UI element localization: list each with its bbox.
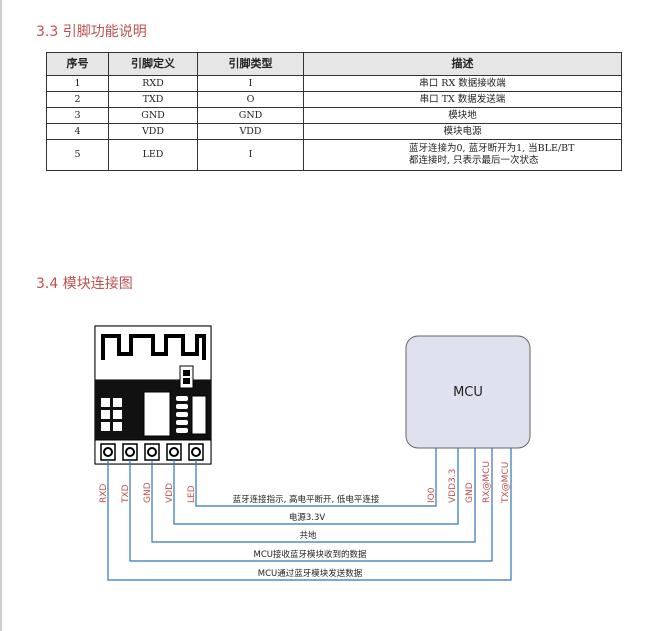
- mcu-pin-label: RX@MCU: [482, 461, 492, 503]
- module-pad: [113, 422, 122, 431]
- connection-label: 蓝牙连接指示, 高电平断开, 低电平连接: [233, 494, 380, 505]
- module-pin-label: TXD: [121, 484, 131, 504]
- page-left-rule: [0, 0, 2, 631]
- pin-hole: [191, 447, 201, 457]
- pin-hole: [125, 447, 135, 457]
- desc-line-2: 都连接时, 只表示最后一次状态: [409, 155, 539, 166]
- module-pad: [113, 398, 122, 407]
- section-title-pin-functions: 3.3 引脚功能说明: [36, 24, 147, 40]
- header-type: 引脚类型: [197, 52, 304, 76]
- table-header-row: 序号 引脚定义 引脚类型 描述: [46, 52, 622, 76]
- cell-no: 5: [46, 139, 109, 171]
- connection-label: 共地: [299, 530, 317, 541]
- connection-label: 电源3.3V: [289, 512, 326, 523]
- module-led-pad: [179, 365, 194, 389]
- pin-hole: [169, 447, 179, 457]
- led-pad-mark: [183, 370, 190, 376]
- module-pad: [176, 420, 188, 425]
- cell-def: LED: [108, 139, 198, 171]
- table-row: 1 RXD I 串口 RX 数据接收端: [46, 75, 622, 92]
- section-title-connection-diagram: 3.4 模块连接图: [36, 276, 133, 292]
- module-chip: [143, 391, 171, 437]
- wire-txd-rx-mcu: [129, 448, 493, 562]
- header-def: 引脚定义: [108, 52, 198, 76]
- bluetooth-module: [94, 325, 212, 465]
- wire-led-io0: [195, 448, 437, 507]
- module-pad: [113, 410, 122, 419]
- wire-vdd-vdd33: [173, 448, 459, 525]
- module-pad: [101, 398, 110, 407]
- pin-hole: [147, 447, 157, 457]
- mcu-pin-label: IO0: [427, 487, 437, 503]
- wire-gnd-gnd: [151, 448, 476, 543]
- wire-rxd-tx-mcu: [107, 448, 512, 581]
- module-connector: [191, 395, 207, 435]
- module-pin-label: GND: [143, 482, 153, 503]
- cell-desc: 蓝牙连接为0, 蓝牙断开为1, 当BLE/BT 都连接时, 只表示最后一次状态: [303, 139, 622, 171]
- module-pad: [176, 404, 188, 409]
- module-pin-label: LED: [187, 485, 197, 503]
- module-pin-label: RXD: [99, 484, 109, 503]
- module-pad: [176, 412, 188, 417]
- antenna-trace-icon: [101, 334, 206, 360]
- pin-hole: [103, 447, 113, 457]
- table-row: 5 LED I 蓝牙连接为0, 蓝牙断开为1, 当BLE/BT 都连接时, 只表…: [46, 139, 622, 171]
- module-pad: [101, 422, 110, 431]
- connection-label: MCU接收蓝牙模块收到的数据: [254, 549, 367, 560]
- mcu-pin-label: VDD3.3: [448, 469, 458, 503]
- module-pad: [176, 396, 188, 401]
- mcu-pin-label: TX@MCU: [501, 462, 511, 504]
- module-pin-label: VDD: [165, 483, 175, 503]
- connection-label: MCU通过蓝牙模块发送数据: [258, 568, 363, 579]
- mcu-label: MCU: [453, 385, 483, 400]
- pin-function-table: 序号 引脚定义 引脚类型 描述 1 RXD I 串口 RX 数据接收端 2 TX…: [46, 52, 622, 171]
- mcu-pin-label: GND: [465, 482, 475, 503]
- connection-wires: [107, 448, 512, 581]
- cell-type: I: [197, 139, 304, 171]
- mcu-box: [405, 335, 531, 449]
- desc-line-1: 蓝牙连接为0, 蓝牙断开为1, 当BLE/BT: [409, 143, 575, 154]
- module-pad: [101, 410, 110, 419]
- header-desc: 描述: [303, 52, 622, 76]
- module-pad: [176, 428, 188, 433]
- led-pad-mark: [183, 378, 190, 384]
